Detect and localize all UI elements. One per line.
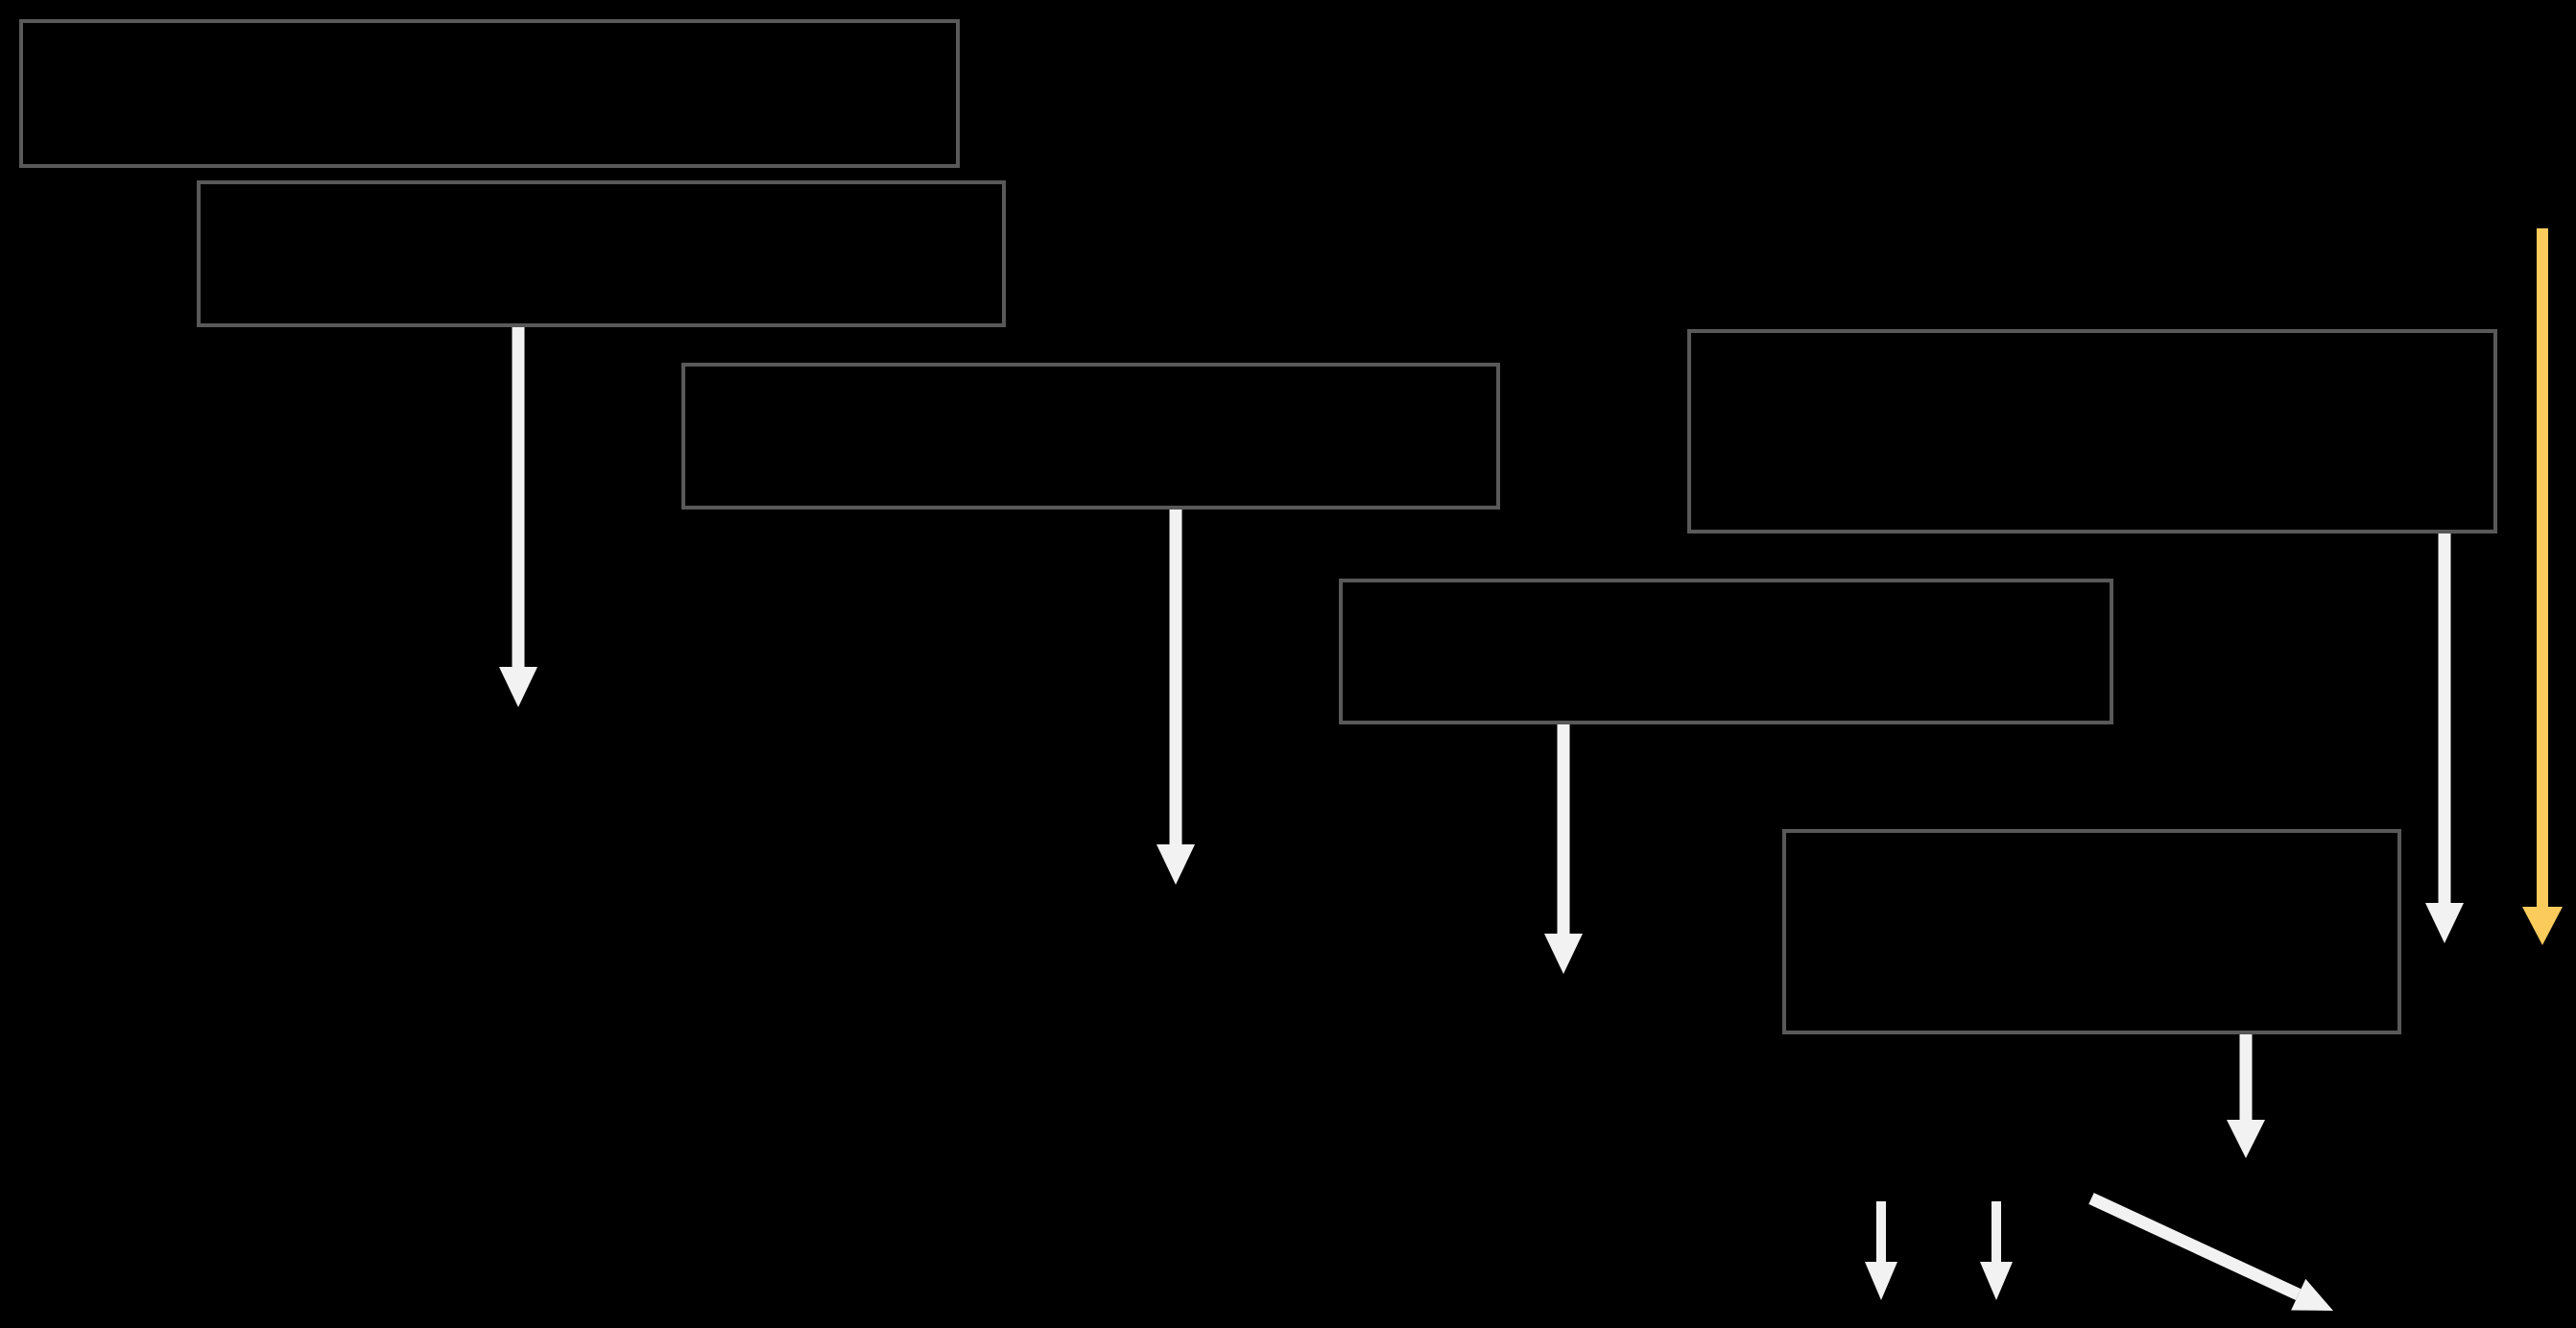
small-down-arrow-1: [1865, 1201, 1897, 1300]
flow-box-4: [1687, 329, 2497, 534]
diagonal-down-right-arrow: [2088, 1193, 2333, 1311]
small-down-arrow-2: [1980, 1201, 2013, 1300]
down-arrow-from-box-2: [499, 327, 537, 707]
flow-box-5: [1339, 579, 2113, 724]
flow-box-1: [19, 19, 960, 168]
down-arrow-from-box-3: [1157, 510, 1195, 885]
down-arrow-from-box-6: [2227, 1034, 2265, 1158]
flow-box-3: [681, 363, 1500, 510]
flow-box-6: [1782, 829, 2401, 1034]
flow-box-2: [197, 180, 1006, 327]
down-arrow-from-box-4: [2425, 534, 2464, 943]
down-arrow-from-box-5: [1544, 724, 1583, 974]
yellow-vertical-arrow: [2522, 228, 2563, 945]
